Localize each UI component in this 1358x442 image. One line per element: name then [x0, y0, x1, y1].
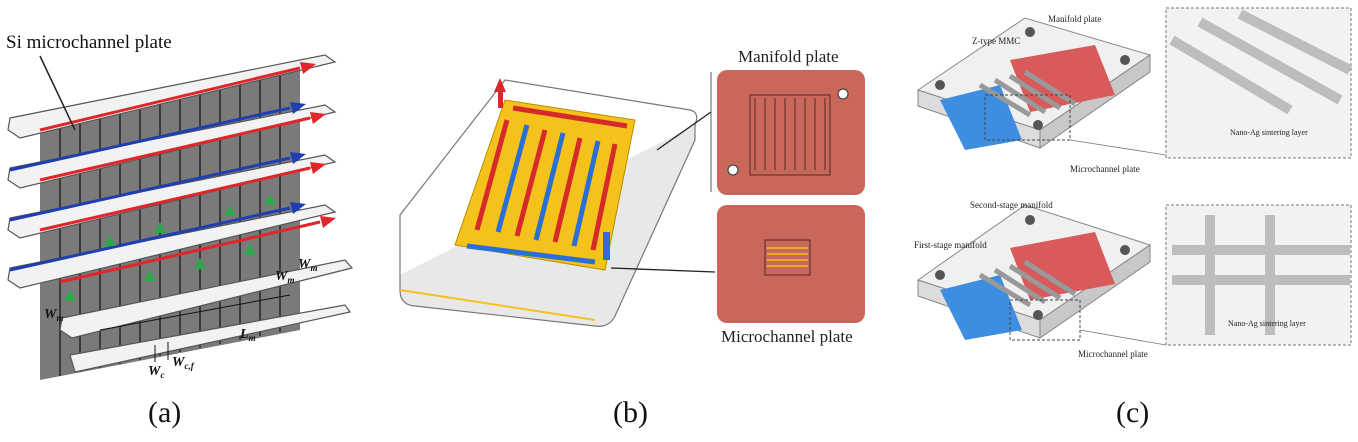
bottom-zoom: [1079, 204, 1352, 346]
panel-c-labels: Manifold plate Z-type MMC Nano-Ag sinter…: [914, 14, 1308, 359]
arrow-head-icon: [290, 202, 306, 214]
flow-arrows: [9, 62, 336, 284]
cold-arrow: [9, 106, 291, 172]
inlet-arrow-icon: [603, 232, 610, 260]
top-block: [916, 17, 1152, 150]
cold-arrow: [9, 206, 291, 272]
panel-a-diagram: Si microchannel plate Wm Wm Wm Lm Wc Wc,…: [6, 32, 354, 380]
arrow-head-icon: [310, 112, 326, 124]
green-markers: [64, 194, 276, 301]
caption-b: (b): [613, 396, 648, 429]
svg-text:Z-type MMC: Z-type MMC: [972, 36, 1020, 46]
cold-arrow: [9, 156, 291, 222]
panel-b: Manifold plate Microchannel plate (b): [395, 0, 875, 442]
caption-c: (c): [1116, 396, 1150, 429]
arrow-head-icon: [290, 152, 306, 164]
hot-arrow: [59, 220, 321, 284]
hot-arrow: [39, 116, 311, 182]
svg-text:Second-stage manifold: Second-stage manifold: [970, 200, 1053, 210]
microchannel-plate-title: Microchannel plate: [721, 327, 853, 346]
panel-b-diagram: Manifold plate Microchannel plate: [399, 47, 865, 346]
svg-text:Nano-Ag sintering layer: Nano-Ag sintering layer: [1230, 128, 1308, 137]
caption-a: (a): [148, 396, 182, 429]
svg-text:Manifold plate: Manifold plate: [1048, 14, 1101, 24]
svg-text:Wc: Wc: [148, 364, 164, 380]
svg-text:Lm: Lm: [239, 327, 256, 343]
arrow-head-icon: [300, 62, 316, 74]
hot-arrow: [39, 166, 311, 232]
panel-c: Manifold plate Z-type MMC Nano-Ag sinter…: [910, 0, 1358, 442]
manifold-plate-title: Manifold plate: [738, 47, 839, 66]
manifold-plate-box: [710, 70, 865, 195]
panel-c-diagram: Manifold plate Z-type MMC Nano-Ag sinter…: [914, 7, 1353, 359]
dimension-labels: Wm Wm Wm Lm Wc Wc,f: [44, 257, 317, 380]
svg-text:Wc,f: Wc,f: [172, 355, 195, 371]
svg-text:Microchannel plate: Microchannel plate: [1070, 164, 1140, 174]
arrow-head-icon: [310, 162, 326, 174]
svg-text:Wm: Wm: [275, 269, 294, 285]
svg-text:Microchannel plate: Microchannel plate: [1078, 349, 1148, 359]
title-pointer: [39, 55, 76, 131]
svg-text:Nano-Ag sintering layer: Nano-Ag sintering layer: [1228, 319, 1306, 328]
svg-text:First-stage manifold: First-stage manifold: [914, 240, 987, 250]
svg-text:Wm: Wm: [298, 257, 317, 273]
bottom-block: [916, 204, 1152, 341]
manifold-channels: [454, 78, 636, 271]
svg-text:Wm: Wm: [44, 307, 63, 323]
pointer-line: [656, 111, 712, 151]
arrow-head-icon: [290, 102, 306, 114]
hot-arrow: [39, 66, 301, 132]
microchannel-plate-box: [717, 205, 865, 323]
panel-a-title: Si microchannel plate: [6, 32, 172, 53]
panel-a: Si microchannel plate Wm Wm Wm Lm Wc Wc,…: [0, 0, 360, 429]
top-zoom: [1069, 7, 1353, 159]
arrow-head-icon: [320, 216, 336, 228]
pointer-line: [610, 267, 716, 273]
